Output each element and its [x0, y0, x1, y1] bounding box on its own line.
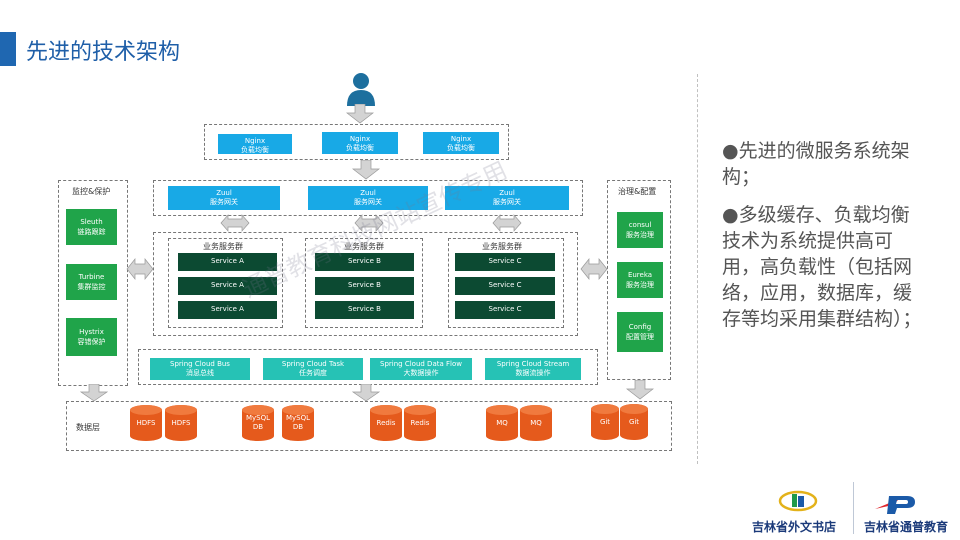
bullet-item: ●先进的微服务系统架构；	[722, 140, 910, 188]
logo-right-text: 吉林省通普教育	[864, 520, 949, 534]
data-store: Redis	[370, 405, 402, 441]
double-arrow-icon	[354, 214, 384, 232]
nginx-group	[204, 124, 509, 160]
logo-divider	[853, 482, 854, 534]
foreign-bookstore-logo-icon	[778, 490, 818, 512]
service-box: Service C	[455, 301, 555, 319]
service-box: Service B	[315, 301, 414, 319]
data-store: Git	[591, 404, 619, 440]
user-icon	[347, 73, 375, 106]
divider	[697, 74, 698, 464]
bullet-list: ●先进的微服务系统架构； ●多级缓存、负载均衡技术为系统提供高可用，高负载性（包…	[722, 138, 922, 344]
data-layer-title: 数据层	[76, 423, 100, 432]
services-group	[153, 232, 578, 336]
page-title: 先进的技术架构	[26, 40, 181, 65]
governance-panel	[607, 180, 671, 380]
data-store: Git	[620, 404, 648, 440]
service-box: Service B	[315, 253, 414, 271]
logo-left-text: 吉林省外文书店	[752, 520, 837, 534]
service-group-title: 业务服务群	[203, 242, 243, 251]
data-store: HDFS	[165, 405, 197, 441]
data-store: HDFS	[130, 405, 162, 441]
service-group-c	[448, 238, 564, 328]
data-store: MySQL DB	[242, 405, 274, 441]
double-arrow-icon	[492, 214, 522, 232]
service-box: Service A	[178, 253, 277, 271]
data-layer	[66, 401, 672, 451]
data-store: MQ	[486, 405, 518, 441]
double-arrow-icon	[580, 258, 608, 280]
title-accent-bar	[0, 32, 16, 66]
monitor-title: 监控&保护	[72, 187, 111, 196]
service-box: Service A	[178, 277, 277, 295]
arrow-down-icon	[346, 104, 374, 124]
data-store: MQ	[520, 405, 552, 441]
arrow-down-icon	[352, 160, 380, 180]
data-store: Redis	[404, 405, 436, 441]
governance-title: 治理&配置	[618, 187, 657, 196]
service-group-title: 业务服务群	[344, 242, 384, 251]
service-group-title: 业务服务群	[482, 242, 522, 251]
arrow-down-icon	[80, 384, 108, 402]
arrow-down-icon	[626, 380, 654, 400]
service-box: Service B	[315, 277, 414, 295]
double-arrow-icon	[126, 258, 154, 280]
service-box: Service C	[455, 253, 555, 271]
bullet-item: ●多级缓存、负载均衡技术为系统提供高可用，高负载性（包括网络，应用，数据库，缓存…	[722, 204, 922, 330]
zuul-group	[153, 180, 583, 216]
arrow-down-icon	[352, 384, 380, 402]
data-store: MySQL DB	[282, 405, 314, 441]
tongpu-logo-icon	[875, 496, 915, 514]
service-group-a	[168, 238, 283, 328]
service-group-b	[305, 238, 423, 328]
service-box: Service A	[178, 301, 277, 319]
service-box: Service C	[455, 277, 555, 295]
double-arrow-icon	[220, 214, 250, 232]
